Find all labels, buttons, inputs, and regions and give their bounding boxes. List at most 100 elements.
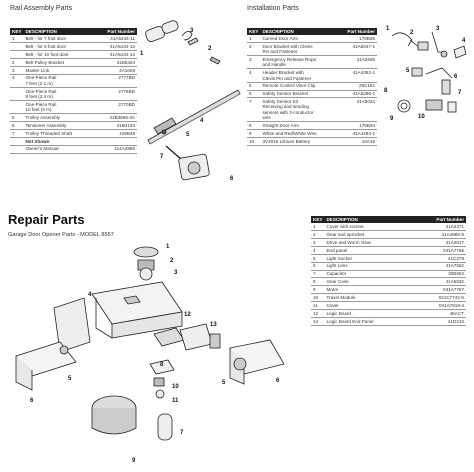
- row-key: 1: [10, 35, 24, 44]
- row-key: 6: [247, 90, 261, 99]
- row-part-number: 41A4371: [411, 223, 466, 232]
- row-key: 10: [311, 293, 325, 303]
- row-key: 2: [311, 230, 325, 240]
- row-description: Gear and sprocket: [324, 230, 412, 240]
- row-description: Logic Board: [324, 309, 412, 318]
- table-row: Not Shown: [10, 137, 137, 146]
- installation-key-header: KEY: [247, 28, 261, 36]
- rail-callout-5: 5: [186, 132, 190, 138]
- rail-description-header: DESCRIPTION: [23, 28, 94, 36]
- row-key: 3: [247, 55, 261, 70]
- rail-part-number-header: Part Number: [93, 28, 137, 36]
- row-key: 8: [311, 277, 325, 287]
- row-key: [10, 145, 24, 154]
- repair-parts-exploded-diagram: 1 2 3 4 5 6 7 8 9 10 11 12 13 5 6: [15, 244, 285, 464]
- row-part-number: 41A5532: [411, 277, 466, 287]
- row-key: 12: [311, 309, 325, 318]
- row-description: Capacitor: [324, 270, 412, 279]
- row-part-number: 41B4103: [93, 121, 137, 130]
- repair-callout-11: 11: [172, 398, 179, 404]
- rail-callout-1: 1: [140, 51, 144, 57]
- row-description: Safety Sensor Kit Receiving and sending …: [260, 97, 336, 123]
- row-part-number: 41A5434-11: [93, 35, 137, 44]
- row-part-number: 41A5434-13: [93, 42, 137, 52]
- repair-callout-4: 4: [88, 292, 92, 298]
- row-part-number: 41A2828: [335, 55, 377, 70]
- row-key: 2: [247, 42, 261, 57]
- row-description: Gear Case: [324, 277, 412, 287]
- installation-callout-7: 7: [458, 90, 462, 96]
- row-part-number: 2777BD: [93, 74, 137, 88]
- installation-description-header: DESCRIPTION: [260, 28, 336, 36]
- row-description: Light Lens: [324, 262, 412, 271]
- row-description: Belt - for 10 foot door: [23, 50, 94, 59]
- row-part-number: 41A4885-5: [411, 230, 466, 240]
- repair-callout-12: 12: [184, 312, 191, 318]
- repair-callout-5b: 5: [222, 380, 226, 386]
- repair-callout-7: 7: [180, 430, 184, 436]
- row-description: Belt - for 7 foot door: [23, 35, 94, 44]
- repair-callout-9: 9: [132, 458, 136, 464]
- row-part-number: 41A5047-1: [335, 42, 377, 57]
- row-description: White and Red/White Wire: [260, 129, 336, 138]
- installation-parts-illustration: 1 2 3 4 5 6 7 8 9 10: [384, 26, 467, 122]
- repair-callout-6: 6: [30, 398, 34, 404]
- row-description: Trolley Assembly: [23, 113, 94, 122]
- rail-callout-2: 2: [208, 46, 212, 52]
- installation-callout-6: 6: [454, 74, 458, 80]
- table-row: One-Piece Rail 10 feet (3 m)2770BD: [10, 100, 137, 115]
- row-key: 6: [10, 121, 24, 130]
- row-description: Emergency Release Rope and Handle: [260, 55, 336, 70]
- row-description: Cover: [324, 301, 412, 310]
- row-description: Straight Door Arm: [260, 121, 336, 130]
- row-description: Cover with screws: [324, 223, 412, 232]
- row-part-number: 41C279: [411, 254, 466, 263]
- row-description: Light Socket: [324, 254, 412, 263]
- rail-callout-4: 4: [200, 118, 204, 124]
- row-part-number: 10A19: [335, 137, 377, 146]
- row-key: [10, 42, 24, 52]
- row-description: Not Shown: [23, 137, 94, 146]
- row-key: [10, 50, 24, 59]
- row-key: [10, 100, 24, 115]
- row-part-number: 041C7742-5: [411, 293, 466, 303]
- installation-callout-4: 4: [462, 38, 466, 44]
- row-key: 5: [247, 82, 261, 91]
- row-description: Motor: [324, 285, 412, 295]
- row-description: Header Bracket with Clevis Pin and Faste…: [260, 68, 336, 83]
- row-key: [10, 137, 24, 146]
- row-part-number: 4A1008: [93, 66, 137, 75]
- installation-callout-8: 8: [384, 88, 388, 94]
- row-part-number: 2778BD: [93, 87, 137, 101]
- repair-section-title: Repair Parts: [8, 212, 85, 227]
- row-part-number: [93, 137, 137, 146]
- row-key: 3: [10, 66, 24, 75]
- row-description: Curved Door Arm: [260, 35, 336, 44]
- row-part-number: 30B652: [411, 270, 466, 279]
- repair-callout-13: 13: [210, 322, 217, 328]
- installation-callout-3: 3: [436, 26, 440, 32]
- row-key: 4: [10, 74, 24, 88]
- repair-description-header: DESCRIPTION: [324, 216, 412, 224]
- installation-callout-5: 5: [406, 68, 410, 74]
- row-key: 13: [311, 317, 325, 326]
- row-description: Travel Module: [324, 293, 412, 303]
